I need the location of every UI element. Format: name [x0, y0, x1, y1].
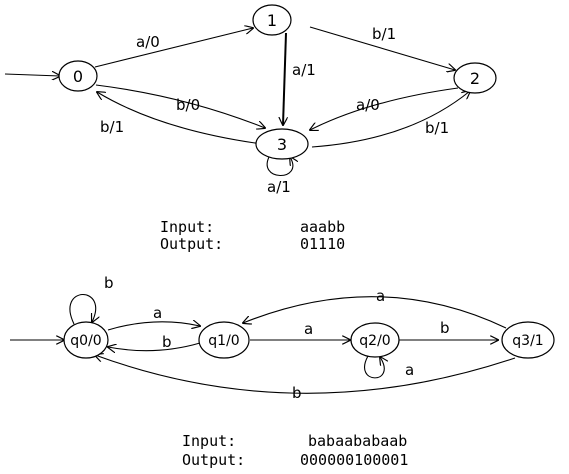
mealy-label-0-to-3: b/0: [176, 96, 200, 114]
moore-edge-q1-to-q0: [108, 342, 201, 351]
mealy-input-label: Input:: [160, 218, 214, 236]
mealy-label-1-to-2: b/1: [372, 25, 396, 43]
moore-state-q3-label: q3/1: [512, 333, 543, 349]
moore-input-label: Input:: [182, 432, 236, 450]
moore-label-q3-to-q1: a: [376, 287, 385, 305]
mealy-output-value: 01110: [300, 235, 345, 253]
moore-edge-q3-to-q1: [243, 296, 507, 329]
moore-edge-q0-to-q1: [107, 322, 200, 331]
mealy-edge-3-self-loop: [266, 154, 293, 176]
mealy-edge-3-to-2: [311, 91, 470, 148]
moore-edge-q0-self-loop: [69, 293, 96, 325]
moore-output-value: 000000100001: [300, 451, 408, 469]
moore-label-q3-to-q0: b: [292, 384, 302, 402]
moore-label-q0-self-loop: b: [104, 274, 114, 292]
mealy-state-0: 0: [58, 60, 98, 92]
mealy-label-0-to-1: a/0: [136, 33, 160, 51]
mealy-label-3-to-2: a/0: [356, 96, 380, 114]
moore-label-q2-self-loop: a: [405, 361, 414, 379]
moore-label-q1-to-q2: a: [304, 320, 313, 338]
mealy-state-3-label: 3: [277, 135, 287, 154]
mealy-edge-1-to-3: [283, 32, 286, 125]
moore-machine-diagram: q0/0 q1/0 q2/0 q3/1 b a b a b a a b Inpu…: [10, 274, 555, 469]
mealy-state-1: 1: [252, 4, 292, 36]
moore-state-q1-label: q1/0: [208, 333, 239, 349]
mealy-label-2-to-3: b/1: [425, 119, 449, 137]
mealy-label-3-to-0: b/1: [100, 118, 124, 136]
mealy-output-label: Output:: [160, 235, 223, 253]
moore-label-q0-to-q1: a: [153, 304, 162, 322]
mealy-label-3-self-loop: a/1: [267, 178, 291, 196]
mealy-edge-0-to-1: [94, 28, 253, 68]
mealy-label-1-to-3: a/1: [292, 61, 316, 79]
moore-state-q3: q3/1: [501, 321, 555, 359]
moore-edge-q3-to-q0: [95, 355, 516, 394]
moore-state-q2-label: q2/0: [359, 333, 390, 349]
mealy-state-3: 3: [255, 128, 309, 160]
mealy-edge-1-to-2: [309, 26, 455, 70]
mealy-state-1-label: 1: [267, 11, 277, 30]
moore-label-q2-to-q3: b: [440, 319, 450, 337]
moore-state-q0: q0/0: [63, 321, 109, 359]
moore-state-q2: q2/0: [350, 322, 400, 358]
moore-input-value: babaababaab: [308, 432, 407, 450]
mealy-state-0-label: 0: [73, 67, 83, 86]
mealy-edge-2-to-3: [310, 87, 459, 130]
moore-edge-q2-self-loop: [364, 356, 385, 379]
mealy-input-value: aaabb: [300, 218, 345, 236]
mealy-machine-diagram: 0 1 2 3 a/0 b/1 a/1 b/1 b/0 a/0 b/1 a/1 …: [4, 4, 497, 253]
moore-output-label: Output:: [182, 451, 245, 469]
moore-label-q1-to-q0: b: [162, 333, 172, 351]
moore-state-q0-label: q0/0: [70, 333, 101, 349]
mealy-edge-0-to-3: [95, 84, 265, 128]
mealy-edge-3-to-0: [97, 92, 263, 145]
mealy-state-2: 2: [453, 62, 497, 94]
mealy-state-2-label: 2: [470, 69, 480, 88]
mealy-start-arrow: [4, 74, 60, 76]
moore-state-q1: q1/0: [198, 321, 250, 359]
